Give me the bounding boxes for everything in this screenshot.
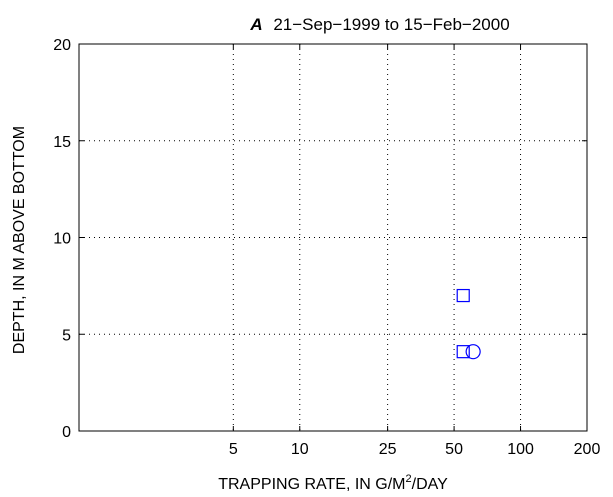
x-axis-label-tail: /DAY: [412, 476, 448, 493]
chart-title: A 21−Sep−1999 to 15−Feb−2000: [249, 15, 509, 34]
x-tick-label: 10: [291, 441, 309, 458]
x-axis-label-main: TRAPPING RATE, IN G/M: [218, 476, 405, 493]
x-tick-label: 100: [507, 441, 534, 458]
data-points: [456, 288, 481, 360]
data-point-square: [456, 345, 470, 359]
panel-letter: A: [249, 15, 262, 34]
x-axis-ticks: 5 10 25 50 100 200: [229, 44, 601, 458]
y-tick-label: 10: [53, 231, 71, 248]
y-tick-label: 20: [53, 37, 71, 54]
x-axis-label-superscript: 2: [406, 473, 412, 485]
y-axis-ticks: 0 5 10 15 20: [53, 37, 587, 441]
x-axis-label: TRAPPING RATE, IN G/M2/DAY: [218, 473, 448, 493]
x-tick-label: 50: [445, 441, 463, 458]
y-tick-label: 5: [62, 327, 71, 344]
x-tick-label: 5: [229, 441, 238, 458]
y-tick-label: 0: [62, 424, 71, 441]
grid-lines: [79, 44, 587, 431]
y-tick-label: 15: [53, 134, 71, 151]
data-point-square: [456, 288, 470, 303]
plot-frame: [78, 43, 588, 432]
data-point-circle: [465, 344, 481, 360]
x-tick-label: 25: [379, 441, 397, 458]
x-tick-label: 200: [574, 441, 601, 458]
y-axis-label: DEPTH, IN M ABOVE BOTTOM: [11, 126, 28, 354]
title-date-range: 21−Sep−1999 to 15−Feb−2000: [273, 15, 509, 34]
